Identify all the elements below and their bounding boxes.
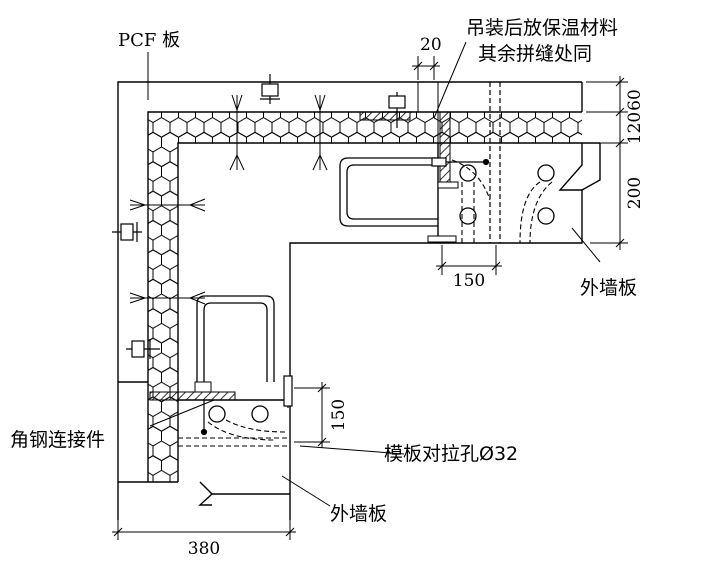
dim-bottom-380: 380: [188, 539, 220, 559]
exterior-wall-panel-bottom: [117, 382, 291, 520]
pcf-board-outline: [117, 81, 583, 383]
rebar-loop-right: [339, 157, 438, 227]
insulation-note-line1: 吊装后放保温材料: [466, 17, 618, 39]
dim-vertical-150-lines: [294, 382, 330, 448]
connector-bolt-bottom: [283, 375, 293, 408]
rebar-loop-bottom: [196, 295, 275, 382]
insulation-note-line2: 其余拼缝处同: [478, 43, 592, 65]
dashed-rebar-bottom: [178, 419, 290, 447]
exterior-wall-label-bottom: 外墙板: [330, 503, 387, 525]
dim-top-60: 60: [625, 89, 645, 111]
dim-bottom-150-lines: [436, 245, 502, 275]
insulation-layer: [147, 111, 582, 482]
exterior-wall-label-right: 外墙板: [580, 277, 637, 299]
dim-vertical-150: 150: [329, 399, 349, 431]
pcf-board-label: PCF 板: [118, 30, 180, 51]
anchor-bolt-top-left: [260, 74, 280, 104]
bolt-holes-bottom: [208, 405, 269, 423]
angle-steel-connector-label: 角钢连接件: [10, 429, 105, 451]
wall-tie-left-1: [129, 198, 206, 212]
dim-gap-20: 20: [420, 35, 442, 55]
dim-bottom-380-lines: [112, 508, 296, 540]
bolt-holes-right: [459, 164, 555, 225]
anchor-bolt-top-joint: [382, 92, 412, 128]
wall-tie-top-2: [312, 94, 328, 171]
anchor-bolt-left-1: [112, 222, 142, 242]
anchor-bolt-left-2: [126, 339, 160, 359]
exterior-wall-panel-right: [289, 142, 601, 382]
dim-right-200: 200: [625, 177, 645, 209]
wall-tie-top-1: [229, 94, 245, 171]
connector-nut-right: [200, 157, 490, 436]
dim-gap-20-lines: [412, 56, 440, 80]
leader-lines: [147, 41, 601, 507]
formwork-tie-hole-label: 模板对拉孔Ø32: [384, 443, 518, 465]
vertical-joint: [417, 82, 501, 243]
angle-steel-bottom: [149, 381, 236, 401]
wall-tie-left-2: [129, 291, 206, 305]
dim-bottom-150: 150: [453, 271, 485, 291]
dim-right-vertical-lines: [586, 76, 628, 250]
dim-top-120: 120: [625, 112, 645, 144]
